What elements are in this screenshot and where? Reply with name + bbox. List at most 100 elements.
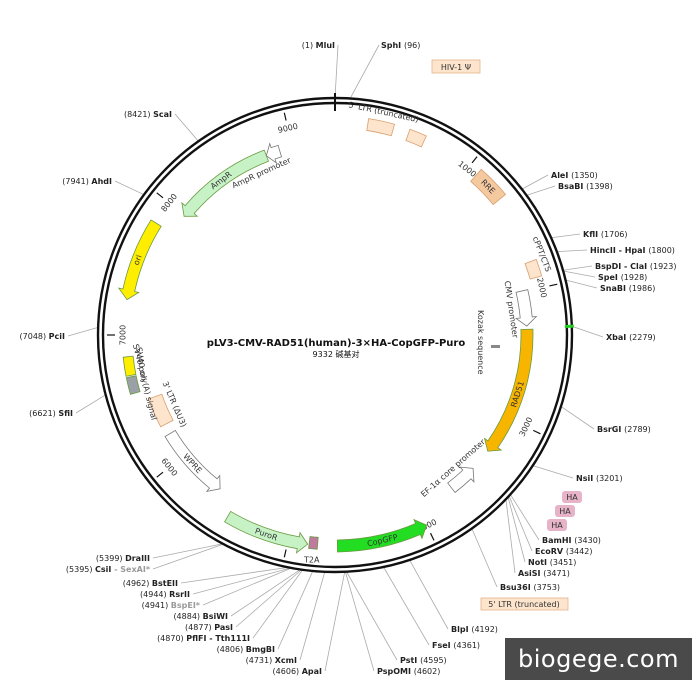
- feature-copgfp: [336, 518, 428, 553]
- site-name-snabi: SnaBI: [600, 284, 629, 293]
- site-pos-fsei: (4361): [453, 641, 480, 650]
- site-name-csii: CsiI: [95, 565, 111, 574]
- backbone-inner-ring: [101, 101, 569, 569]
- site-pos-ecorv: (3442): [566, 547, 593, 556]
- site-label-bsrgi: BsrGI (2789): [597, 425, 651, 434]
- kozak-marker: [491, 345, 500, 348]
- feature-ef-1-core-promoter: [447, 466, 475, 494]
- site-name-psti: PstI: [400, 656, 420, 665]
- site-pos-bamhi: (3430): [574, 536, 601, 545]
- site-pos-scai: (8421): [124, 110, 153, 119]
- site-name-sphi: SphI: [381, 41, 404, 50]
- site-pos-xbai: (2279): [629, 333, 656, 342]
- site-label-bspdi-clai: BspDI - ClaI (1923): [595, 262, 676, 271]
- site-pos-rsrii: (4944): [140, 590, 169, 599]
- leader-bsrgi: [560, 406, 595, 430]
- site-name-asisi: AsiSI: [518, 569, 543, 578]
- site-alt-csii: - SexAI*: [111, 565, 150, 574]
- ha-tag-3-label: HA: [551, 521, 563, 530]
- feature-cppt-cts: [524, 258, 543, 280]
- leader-bsteii: [180, 566, 289, 584]
- site-pos-spei: (1928): [621, 273, 648, 282]
- site-name-kfli: KflI: [583, 230, 601, 239]
- site-name-xcmi: XcmI: [275, 656, 297, 665]
- site-name-alei: AleI: [551, 171, 571, 180]
- hiv-psi-box: [431, 59, 481, 74]
- leader-spei: [563, 270, 596, 278]
- site-name-pcii: PciI: [49, 332, 65, 341]
- site-label-apai: (4606) ApaI: [273, 667, 322, 676]
- site-label-csii: (5395) CsiI - SexAI*: [66, 565, 151, 574]
- site-name-bspei: BspEI*: [171, 601, 201, 610]
- site-label-bsiwi: (4884) BsiWI: [173, 612, 228, 621]
- leader-sphi: [349, 44, 380, 99]
- tick-label-2000: 2000: [535, 277, 548, 299]
- site-pos-blpi: (4192): [471, 625, 498, 634]
- tick-mark-6000: [156, 471, 164, 478]
- site-name-rsrii: RsrII: [169, 590, 190, 599]
- site-name-bsteii: BstEII: [152, 579, 178, 588]
- feature-rre: [470, 168, 507, 206]
- site-name-pflfi-tth111i: PflFI - Tth111I: [186, 634, 250, 643]
- feature-5-ltr-truncated: [366, 118, 396, 137]
- leader-asisi: [505, 499, 516, 574]
- kozak-label: Kozak sequence: [476, 310, 485, 375]
- site-label-pasi: (4877) PasI: [185, 623, 233, 632]
- site-name-hincii-hpai: HincII - HpaI: [590, 246, 648, 255]
- tick-mark-5000: [283, 549, 287, 558]
- feature-sv40-ori: [122, 355, 137, 377]
- site-name-nsii: NsiI: [576, 474, 596, 483]
- backbone-outer-ring: [96, 96, 574, 574]
- leader-sfii: [75, 394, 106, 414]
- feature-cmv-promoter: [514, 289, 538, 327]
- site-pos-bsabi: (1398): [586, 182, 613, 191]
- site-label-noti: NotI (3451): [528, 558, 576, 567]
- feature-wpre: [164, 429, 221, 492]
- tick-label-3000: 3000: [518, 416, 535, 438]
- leader-psti: [346, 571, 398, 661]
- kozak-sequence: Kozak sequence: [476, 310, 500, 375]
- site-pos-alei: (1350): [571, 171, 598, 180]
- leader-scai: [174, 113, 199, 142]
- site-name-noti: NotI: [528, 558, 550, 567]
- site-name-ahdi: AhdI: [91, 177, 112, 186]
- site-label-psti: PstI (4595): [400, 656, 447, 665]
- leader-alei: [521, 174, 549, 190]
- site-label-nsii: NsiI (3201): [576, 474, 623, 483]
- site-name-bspdi-clai: BspDI - ClaI: [595, 262, 650, 271]
- site-pos-ahdi: (7941): [62, 177, 91, 186]
- leader-apai: [324, 571, 346, 672]
- site-pos-pspomi: (4602): [414, 667, 441, 676]
- tick-label-7000: 7000: [119, 325, 128, 345]
- site-label-ecorv: EcoRV (3442): [535, 547, 592, 556]
- site-label-pspomi: PspOMI (4602): [377, 667, 440, 676]
- tick-mark-3000: [532, 429, 541, 435]
- tick-mark-2000: [549, 283, 558, 287]
- site-label-bmgbi: (4806) BmgBI: [217, 645, 275, 654]
- ha-tags: HA HA HA: [547, 491, 582, 531]
- feature-ori: [117, 219, 162, 301]
- site-label-scai: (8421) ScaI: [124, 110, 172, 119]
- leader-bspei: [202, 567, 292, 606]
- leader-bamhi: [510, 494, 540, 541]
- leader-fsei: [383, 566, 430, 646]
- site-name-pspomi: PspOMI: [377, 667, 414, 676]
- site-name-fsei: FseI: [432, 641, 453, 650]
- site-pos-bsrgi: (2789): [624, 425, 651, 434]
- site-name-scai: ScaI: [153, 110, 172, 119]
- leader-ahdi: [114, 180, 145, 196]
- site-name-blpi: BlpI: [451, 625, 471, 634]
- plasmid-length: 9332 碱基对: [313, 349, 360, 359]
- site-name-bamhi: BamHI: [542, 536, 574, 545]
- site-name-bsrgi: BsrGI: [597, 425, 624, 434]
- leader-nsii: [532, 465, 574, 479]
- site-label-mlui: (1) MluI: [302, 41, 335, 50]
- site-pos-draiii: (5399): [96, 554, 125, 563]
- site-label-fsei: FseI (4361): [432, 641, 480, 650]
- feature-puror: [224, 510, 309, 554]
- site-pos-sfii: (6621): [29, 409, 58, 418]
- site-name-draiii: DraIII: [125, 554, 150, 563]
- site-name-bsabi: BsaBI: [558, 182, 586, 191]
